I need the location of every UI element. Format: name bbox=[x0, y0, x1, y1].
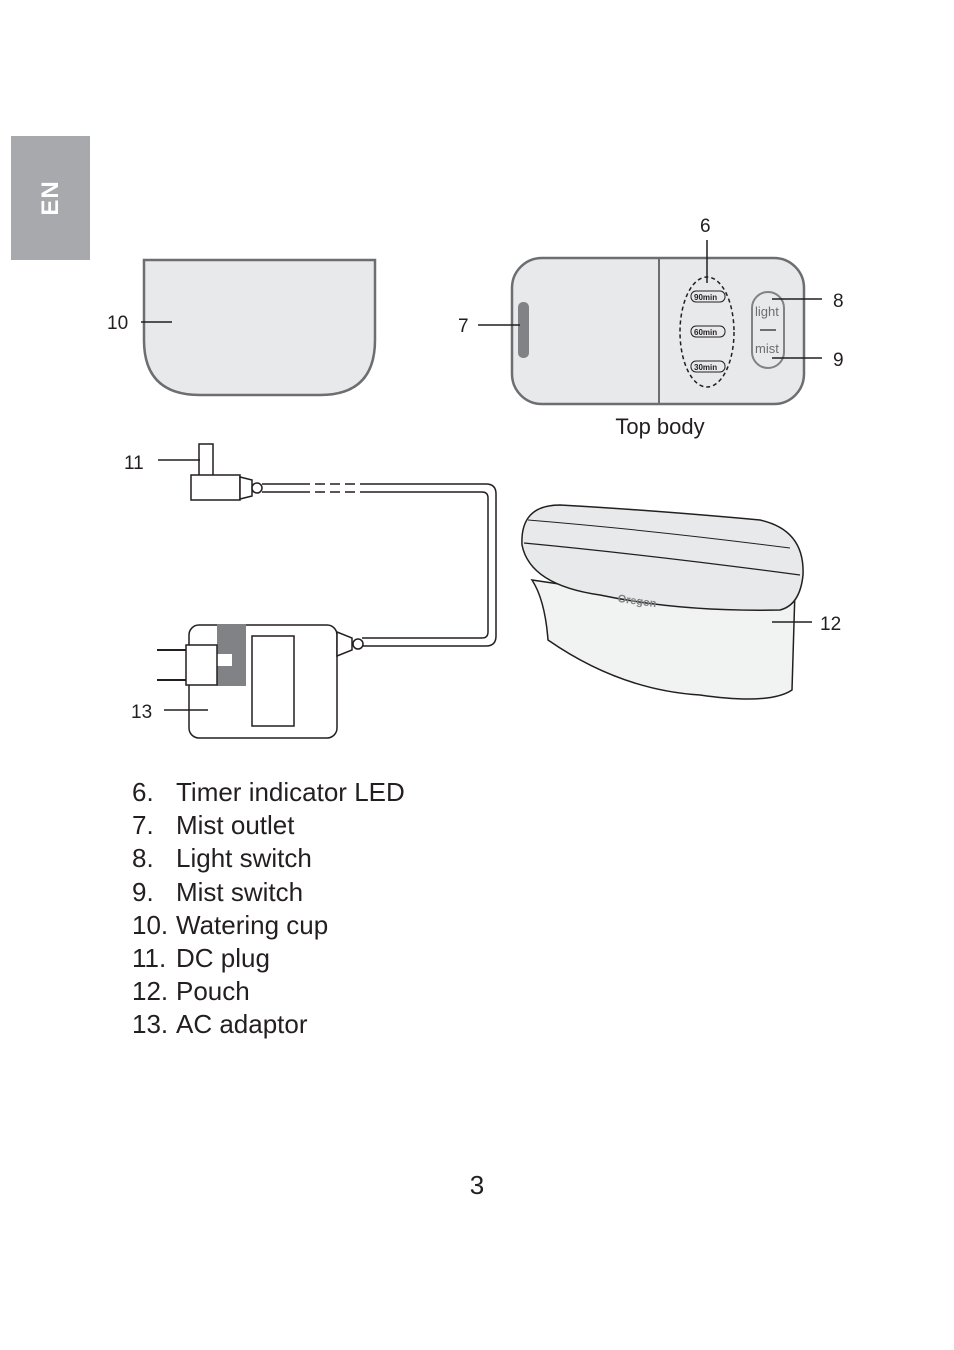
callout-9: 9 bbox=[833, 350, 844, 371]
list-item: 12.Pouch bbox=[132, 976, 250, 1007]
pouch-illustration: Oregon 12 bbox=[521, 504, 841, 700]
top-body-caption: Top body bbox=[615, 414, 704, 439]
parts-list: 6.Timer indicator LED 7.Mist outlet 8.Li… bbox=[132, 776, 405, 1042]
watering-cup-illustration: 10 bbox=[107, 258, 377, 397]
list-item: 9.Mist switch bbox=[132, 876, 304, 907]
timer-led-30: 30min bbox=[694, 363, 717, 372]
mist-switch-label: mist bbox=[755, 341, 779, 356]
callout-6: 6 bbox=[700, 216, 711, 237]
dc-plug-illustration: 11 bbox=[124, 443, 497, 647]
timer-led-60: 60min bbox=[694, 328, 717, 337]
light-switch-label: light bbox=[755, 304, 779, 319]
callout-12: 12 bbox=[820, 614, 841, 635]
list-item: 10.Watering cup bbox=[132, 909, 329, 940]
mist-outlet bbox=[518, 302, 529, 358]
ac-adaptor-illustration: 13 bbox=[131, 624, 364, 739]
callout-13: 13 bbox=[131, 702, 152, 723]
timer-led-90: 90min bbox=[694, 293, 717, 302]
list-item: 6.Timer indicator LED bbox=[132, 777, 405, 807]
callout-8: 8 bbox=[833, 291, 844, 312]
callout-10: 10 bbox=[107, 313, 128, 334]
list-item: 8.Light switch bbox=[132, 843, 312, 874]
page-number: 3 bbox=[469, 1170, 485, 1200]
oregon-logo: Oregon bbox=[617, 593, 658, 610]
product-diagram: 10 7 90min 60min 30min 6 light mist 8 9 … bbox=[107, 216, 844, 739]
language-tab: EN bbox=[11, 136, 90, 260]
list-item: 11.DC plug bbox=[132, 942, 270, 973]
top-body-illustration: 7 90min 60min 30min 6 light mist 8 9 Top… bbox=[458, 216, 844, 439]
callout-7: 7 bbox=[458, 316, 469, 337]
list-item: 13.AC adaptor bbox=[132, 1009, 308, 1040]
list-item: 7.Mist outlet bbox=[132, 810, 295, 841]
callout-11: 11 bbox=[124, 453, 144, 474]
